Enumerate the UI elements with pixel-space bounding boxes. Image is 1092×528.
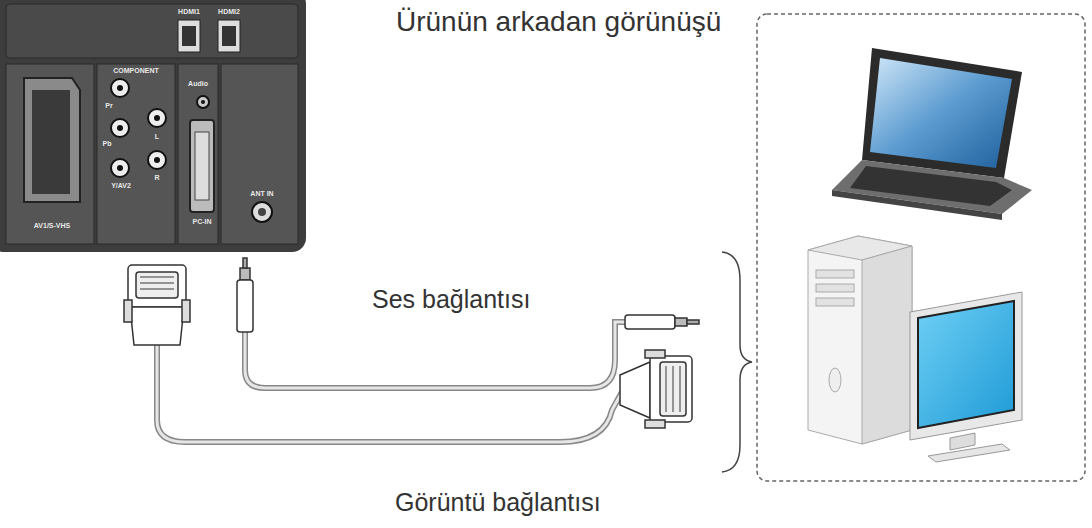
vga-plug <box>124 265 190 345</box>
port-label: Y/AV2 <box>111 182 131 189</box>
vga-plug <box>620 350 692 428</box>
port-label: Audio <box>188 80 208 87</box>
port-label: HDMI2 <box>218 8 240 15</box>
audio-plug <box>237 258 253 332</box>
connection-label: Görüntü bağlantısı <box>395 490 601 515</box>
laptop <box>832 48 1032 220</box>
port-label: ANT IN <box>250 190 273 197</box>
audio-plug <box>625 315 699 329</box>
monitor <box>910 292 1022 462</box>
brace <box>722 252 752 472</box>
view-caption: Ürünün arkadan görünüşü <box>396 8 721 36</box>
cables <box>157 322 625 442</box>
port-label: PC-IN <box>192 218 211 225</box>
port-label: Pr <box>105 102 112 109</box>
desktop-tower <box>808 236 912 444</box>
port-label: R <box>154 174 159 181</box>
computer-frame <box>757 14 1085 481</box>
port-label: COMPONENT <box>113 67 159 74</box>
port-label: L <box>155 133 159 140</box>
connection-label: Ses bağlantısı <box>372 287 530 312</box>
port-label: AV1/S-VHS <box>34 222 70 229</box>
port-label: Pb <box>103 140 112 147</box>
tv-back-panel <box>0 0 306 252</box>
port-label: HDMI1 <box>178 8 200 15</box>
